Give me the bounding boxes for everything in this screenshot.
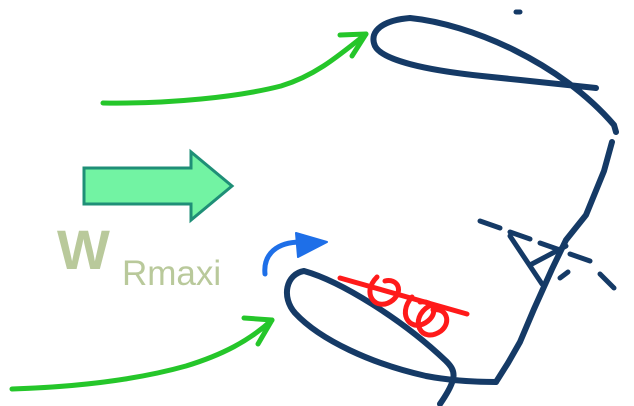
flow-arrow-icon [337, 31, 369, 59]
right-edge-outline [493, 139, 615, 385]
upper-profile-outline [370, 15, 619, 135]
main-wind-arrow-icon [82, 148, 235, 224]
wind-label-main: W [57, 218, 110, 281]
lower-profile-outline [283, 268, 499, 406]
rotation-arrow-icon [262, 239, 304, 277]
flow-arrow-icon [9, 317, 275, 392]
angle-mark-icon [507, 233, 571, 287]
vortex-scribble-icon [337, 274, 470, 338]
flow-arrow-icon [100, 31, 369, 106]
flow-arrow-icon [241, 315, 275, 347]
angle-reference-lines [477, 218, 617, 291]
wind-label-subscript: Rmaxi [122, 254, 222, 293]
rotation-arrow-icon [295, 232, 328, 258]
